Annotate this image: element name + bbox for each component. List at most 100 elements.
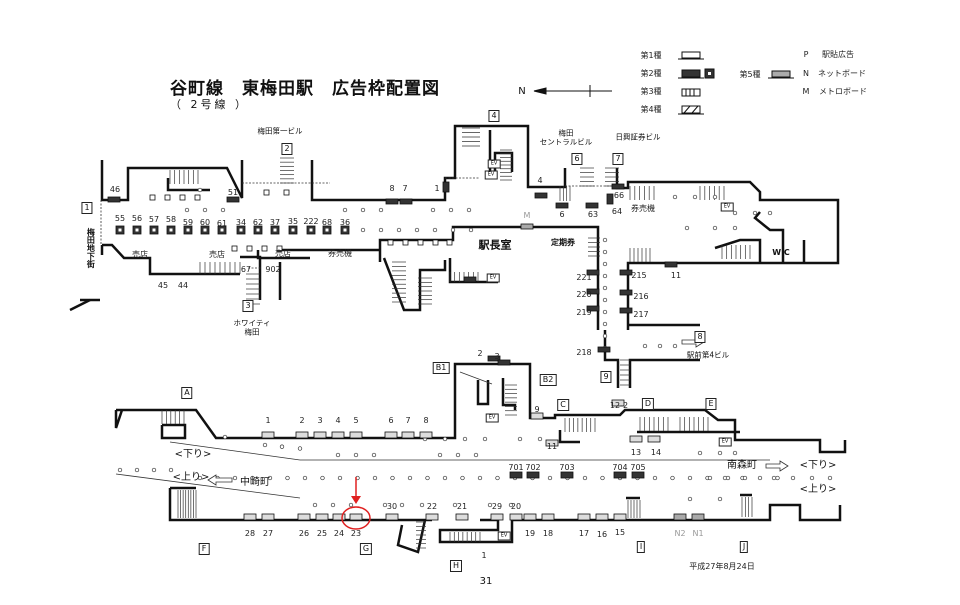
small-frame (387, 239, 394, 246)
pillar (477, 475, 483, 481)
pillar (450, 227, 456, 233)
pillar (752, 210, 758, 216)
ad-number: 13 (630, 448, 642, 457)
pillar (202, 207, 208, 213)
page-title: 谷町線 東梅田駅 広告枠配置図 (170, 79, 440, 99)
pillar (517, 436, 523, 442)
ad-number: 703 (559, 463, 575, 472)
pillar (342, 207, 348, 213)
ad-number: 6 (388, 416, 394, 425)
ad-number: 215 (631, 271, 647, 280)
thin-lines (100, 177, 770, 499)
ad-number: 3 (317, 416, 323, 425)
type1-frame (349, 431, 363, 439)
building-label: 日興証券ビル (615, 132, 661, 142)
exit-sign-8: 8 (694, 331, 706, 343)
pillar (432, 227, 438, 233)
pillar (419, 502, 425, 508)
type1-frame (611, 399, 625, 407)
type2-frame (586, 305, 600, 312)
type1-frame (455, 513, 469, 521)
pillar (687, 475, 693, 481)
ad-number: 14 (650, 448, 662, 457)
small-frame (402, 239, 409, 246)
pillar (600, 475, 605, 481)
pillar (547, 475, 553, 481)
elevator-label: EV (720, 202, 734, 212)
pillar (827, 475, 833, 481)
pillar (602, 309, 608, 315)
pillar (692, 194, 698, 200)
pillar (602, 321, 608, 327)
exit-sign-3: 3 (242, 300, 254, 312)
ad-number: M (523, 211, 531, 220)
direction-label: <上り> (172, 472, 210, 483)
exit-sign-2: 2 (281, 143, 293, 155)
type1-frame (295, 431, 309, 439)
pillar (537, 436, 543, 442)
type2-frame (586, 269, 600, 276)
ad-number: 22 (426, 502, 438, 511)
pillar (717, 496, 723, 502)
pillar (360, 207, 366, 213)
direction-label: 中崎町 (240, 477, 270, 488)
pillar (652, 475, 658, 481)
type2-frame (586, 288, 600, 295)
pillar (297, 446, 303, 451)
room-label: 売店 (275, 249, 291, 258)
room-label: 定期券 (551, 238, 575, 247)
type2-frame (606, 193, 614, 205)
ad-number: 11 (670, 271, 682, 280)
ad-number: 2 (477, 349, 483, 358)
pillar (302, 475, 308, 481)
ad-number: 68 (321, 218, 333, 227)
pillars (117, 187, 833, 508)
building-label: 駅前第4ビル (686, 350, 730, 360)
ad-number: 12-2 (609, 401, 629, 410)
exit-sign-9: 9 (600, 371, 612, 383)
pillar (442, 436, 448, 442)
ad-number: 2 (299, 416, 305, 425)
pillar (602, 333, 608, 339)
pillar (775, 475, 780, 481)
ad-number: 7 (405, 416, 411, 425)
ad-number: 37 (269, 218, 281, 227)
building-label: 梅田地下街 (86, 228, 96, 268)
ad-number: 35 (287, 217, 299, 226)
ad-number: 66 (613, 191, 625, 200)
small-frame (261, 245, 268, 252)
pillar (168, 467, 174, 473)
pillar (712, 194, 718, 200)
pillar (717, 450, 723, 456)
ad-number: 220 (576, 290, 592, 299)
pillar (602, 237, 608, 243)
type2-frame (664, 261, 678, 268)
pillar (495, 475, 500, 481)
pillar (117, 467, 123, 473)
pillar (725, 475, 731, 481)
ad-number: 27 (262, 529, 274, 538)
pillar (657, 343, 663, 349)
pillar (771, 475, 777, 481)
pillar (742, 475, 748, 481)
walls (69, 124, 847, 554)
type1-frame (261, 513, 275, 521)
small-frame (246, 245, 253, 252)
net-board (673, 513, 687, 521)
type2-frame (611, 183, 625, 190)
ad-number: 61 (216, 219, 228, 228)
ad-number: 4 (335, 416, 341, 425)
ad-number: 1 (434, 184, 440, 193)
pillar (707, 475, 713, 481)
exit-sign-G: G (359, 543, 373, 555)
ad-number: 8 (389, 184, 395, 193)
ad-number: 5 (353, 416, 359, 425)
ad-number: 57 (148, 215, 160, 224)
exit-sign-C: C (557, 399, 569, 411)
small-frame (446, 239, 453, 246)
type1-frame (332, 513, 346, 521)
ad-number: 1 (481, 551, 487, 560)
type1-frame (647, 435, 661, 443)
pillar (232, 475, 238, 481)
